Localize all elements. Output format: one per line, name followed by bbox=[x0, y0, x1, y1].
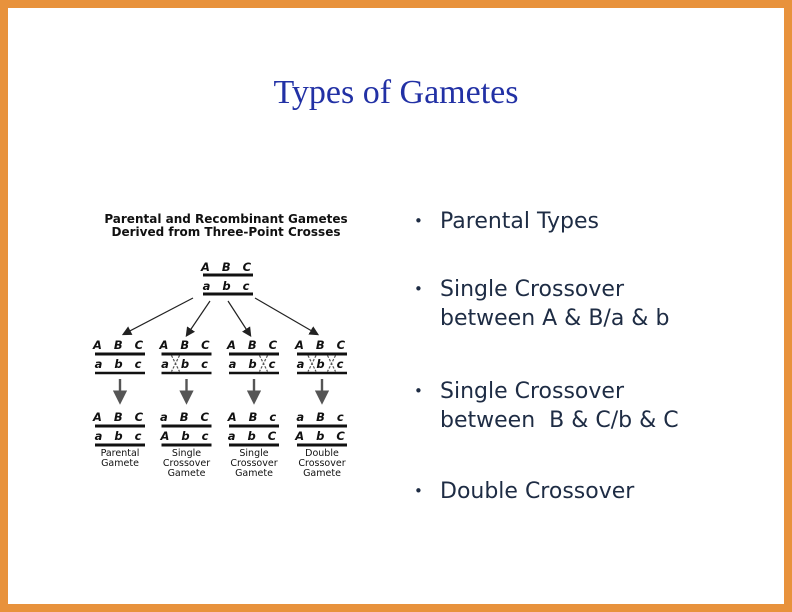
alleles-row: A b C bbox=[294, 429, 349, 443]
page-title: Types of Gametes bbox=[273, 74, 519, 111]
diagonal-arrow-icon bbox=[227, 300, 252, 338]
crossover-pair-ab: A B C a b c bbox=[158, 338, 213, 375]
diagonal-arrow-icon bbox=[185, 300, 211, 337]
alleles-row: a B C bbox=[160, 410, 213, 424]
gamete-label: Gamete bbox=[303, 468, 341, 479]
bullet-dot: • bbox=[414, 382, 423, 400]
three-point-cross-diagram: Parental and Recombinant Gametes Derived… bbox=[92, 212, 349, 479]
gamete-label: Single bbox=[239, 448, 268, 459]
gamete-label: Gamete bbox=[168, 468, 206, 479]
alleles-row: A B C bbox=[92, 338, 147, 352]
gamete-label: Gamete bbox=[235, 468, 273, 479]
crossover-x-icon bbox=[326, 355, 337, 372]
down-arrows bbox=[112, 379, 330, 405]
bullet-item-parental-types: • Parental Types bbox=[414, 207, 754, 236]
gamete-label: Gamete bbox=[101, 458, 139, 469]
bullet-text-line: Single Crossover bbox=[440, 379, 624, 404]
gamete-parental: A B C a b c Parental Gamete bbox=[92, 410, 147, 469]
alleles-row: A B C bbox=[158, 338, 213, 352]
crossover-pair-parental: A B C a b c bbox=[92, 338, 147, 375]
bullet-text: Single Crossover between A & B/a & b bbox=[440, 275, 669, 333]
alleles-row: a b c bbox=[297, 357, 348, 371]
crossover-pair-double: A B C a b c bbox=[294, 338, 349, 375]
alleles-row: A B C bbox=[226, 338, 281, 352]
fanout-arrows bbox=[121, 297, 320, 338]
alleles-row: a b c bbox=[95, 429, 146, 443]
bullet-text-line: Parental Types bbox=[440, 209, 600, 234]
alleles-row: A b c bbox=[160, 429, 213, 443]
crossover-x-icon bbox=[170, 355, 181, 372]
crossover-pair-bc: A B C a b c bbox=[226, 338, 281, 375]
bullet-text-line: Double Crossover bbox=[440, 479, 635, 504]
alleles-row: a b c bbox=[161, 357, 212, 371]
diagram-heading-line1: Parental and Recombinant Gametes bbox=[104, 212, 347, 226]
alleles-row: a b c bbox=[229, 357, 280, 371]
bullet-item-single-crossover-bc: • Single Crossover between B & C/b & C bbox=[414, 377, 754, 435]
diagonal-arrow-icon bbox=[121, 297, 194, 336]
alleles-row: A B C bbox=[92, 410, 147, 424]
parent-top-alleles: A B C bbox=[200, 260, 255, 274]
crossover-x-icon bbox=[307, 355, 317, 372]
bullet-dot: • bbox=[414, 482, 423, 500]
alleles-row: A B C bbox=[294, 338, 349, 352]
bullet-list: • Parental Types • Single Crossover betw… bbox=[8, 8, 784, 604]
bullet-text: Double Crossover bbox=[440, 477, 634, 506]
bullet-dot: • bbox=[414, 212, 423, 230]
bullet-text-line: between A & B/a & b bbox=[440, 306, 670, 331]
gamete-label: Crossover bbox=[298, 458, 345, 469]
bullet-item-double-crossover: • Double Crossover bbox=[414, 477, 754, 506]
diagram-heading-line2: Derived from Three-Point Crosses bbox=[112, 225, 341, 239]
gamete-label: Crossover bbox=[230, 458, 277, 469]
bullet-item-single-crossover-ab: • Single Crossover between A & B/a & b bbox=[414, 275, 754, 333]
alleles-row: a b C bbox=[228, 429, 280, 443]
alleles-row: a B c bbox=[296, 410, 347, 424]
gamete-single-bc: A B c a b C Single Crossover Gamete bbox=[227, 410, 281, 479]
alleles-row: a b c bbox=[95, 357, 146, 371]
bullet-text: Parental Types bbox=[440, 207, 599, 236]
gamete-label: Single bbox=[172, 448, 201, 459]
parent-chromosome-pair: A B C a b c bbox=[200, 260, 255, 296]
bullet-text: Single Crossover between B & C/b & C bbox=[440, 377, 679, 435]
gamete-label: Parental bbox=[101, 448, 140, 459]
gamete-double: a B c A b C Double Crossover Gamete bbox=[294, 410, 349, 479]
parent-bottom-alleles: a b c bbox=[203, 279, 254, 293]
bullet-text-line: Single Crossover bbox=[440, 277, 624, 302]
bullet-text-line: between B & C/b & C bbox=[440, 408, 679, 433]
gamete-single-ab: a B C A b c Single Crossover Gamete bbox=[160, 410, 213, 479]
gamete-label: Double bbox=[305, 448, 339, 459]
bullet-dot: • bbox=[414, 280, 423, 298]
gamete-label: Crossover bbox=[163, 458, 210, 469]
diagonal-arrow-icon bbox=[254, 297, 320, 336]
alleles-row: A B c bbox=[227, 410, 281, 424]
crossover-x-icon bbox=[258, 355, 269, 372]
